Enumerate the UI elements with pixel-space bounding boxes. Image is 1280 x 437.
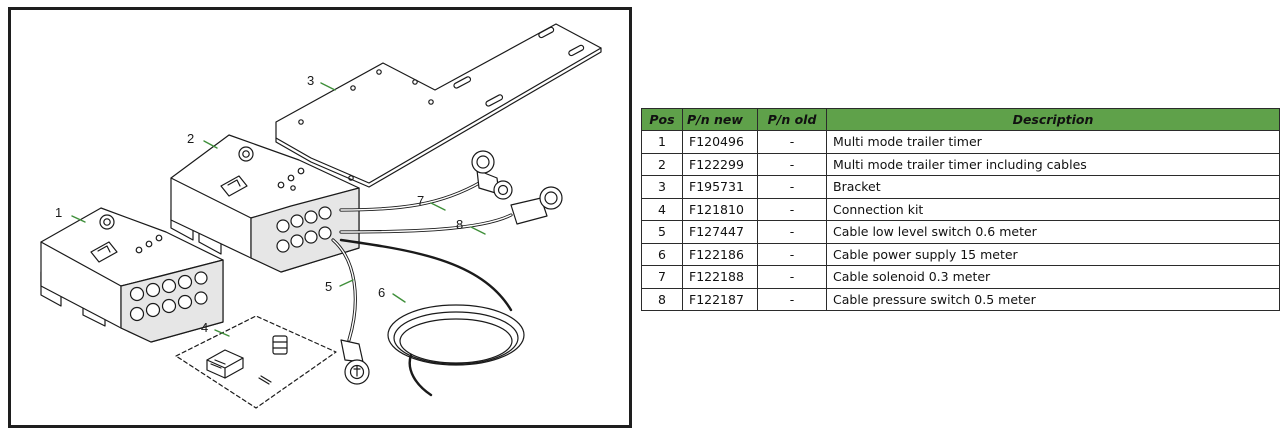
table-row: 7 F122188 - Cable solenoid 0.3 meter: [641, 265, 1280, 289]
cell-pn-old: -: [757, 197, 827, 221]
cell-description: Connection kit: [826, 197, 1280, 221]
cell-description: Bracket: [826, 175, 1280, 199]
table-row: 3 F195731 - Bracket: [641, 175, 1280, 199]
table-row: 2 F122299 - Multi mode trailer timer inc…: [641, 152, 1280, 176]
cell-pn-new: F122188: [682, 265, 758, 289]
callout-2: 2: [187, 131, 194, 146]
exploded-view-figure: 1 2 3 4 5 6 7 8: [8, 7, 632, 428]
table-row: 5 F127447 - Cable low level switch 0.6 m…: [641, 220, 1280, 244]
col-header-pn-old: P/n old: [757, 108, 827, 131]
table-row: 8 F122187 - Cable pressure switch 0.5 me…: [641, 287, 1280, 311]
exploded-view-drawing: 1 2 3 4 5 6 7 8: [40, 23, 602, 409]
cell-description: Multi mode trailer timer including cable…: [826, 152, 1280, 176]
cell-pn-new: F127447: [682, 220, 758, 244]
cell-pn-old: -: [757, 175, 827, 199]
cell-description: Cable power supply 15 meter: [826, 242, 1280, 266]
cable-5: [331, 238, 370, 385]
cell-description: Cable pressure switch 0.5 meter: [826, 287, 1280, 311]
cell-description: Multi mode trailer timer: [826, 130, 1280, 154]
cell-pn-old: -: [757, 220, 827, 244]
cell-pos: 6: [641, 242, 683, 266]
connection-kit-part: [175, 315, 337, 409]
table-row: 1 F120496 - Multi mode trailer timer: [641, 130, 1280, 154]
cell-pos: 3: [641, 175, 683, 199]
parts-list-table: Pos P/n new P/n old Description 1 F12049…: [641, 108, 1280, 311]
callout-7: 7: [417, 193, 424, 208]
bracket-part: [275, 23, 602, 188]
col-header-pos: Pos: [641, 108, 683, 131]
cell-pn-old: -: [757, 265, 827, 289]
callout-4: 4: [201, 320, 208, 335]
callout-leaders: [71, 82, 486, 337]
cell-pos: 5: [641, 220, 683, 244]
callout-5: 5: [325, 279, 332, 294]
cell-pn-new: F122187: [682, 287, 758, 311]
table-row: 4 F121810 - Connection kit: [641, 197, 1280, 221]
callout-1: 1: [55, 205, 62, 220]
callout-3: 3: [307, 73, 314, 88]
cell-pos: 8: [641, 287, 683, 311]
cell-description: Cable solenoid 0.3 meter: [826, 265, 1280, 289]
cable-6: [339, 238, 525, 397]
cell-pn-new: F121810: [682, 197, 758, 221]
callout-6: 6: [378, 285, 385, 300]
cell-pn-new: F120496: [682, 130, 758, 154]
timer-unit-1: [40, 207, 224, 343]
timer-unit-2: [170, 134, 360, 273]
cell-pn-new: F122186: [682, 242, 758, 266]
cell-pos: 1: [641, 130, 683, 154]
cell-pn-old: -: [757, 152, 827, 176]
cable-7-and-8: [339, 150, 563, 234]
table-header-row: Pos P/n new P/n old Description: [641, 108, 1280, 131]
cell-pn-old: -: [757, 287, 827, 311]
cell-pos: 7: [641, 265, 683, 289]
cell-pn-new: F195731: [682, 175, 758, 199]
callout-8: 8: [456, 217, 463, 232]
table-row: 6 F122186 - Cable power supply 15 meter: [641, 242, 1280, 266]
cell-pn-old: -: [757, 242, 827, 266]
cell-pn-old: -: [757, 130, 827, 154]
cell-pn-new: F122299: [682, 152, 758, 176]
cell-pos: 4: [641, 197, 683, 221]
col-header-description: Description: [826, 108, 1280, 131]
cell-pos: 2: [641, 152, 683, 176]
callout-labels: 1 2 3 4 5 6 7 8: [55, 73, 463, 335]
cell-description: Cable low level switch 0.6 meter: [826, 220, 1280, 244]
col-header-pn-new: P/n new: [682, 108, 758, 131]
